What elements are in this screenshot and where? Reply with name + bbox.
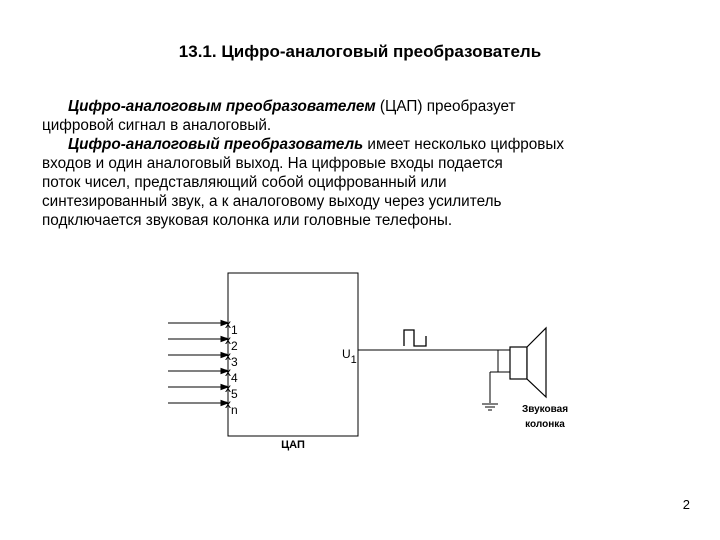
speaker-label-line-2: колонка (525, 419, 565, 430)
term-dac-instrumental: Цифро-аналоговым преобразователем (68, 98, 376, 115)
input-index-2: 2 (231, 339, 238, 353)
input-index-4: 4 (231, 371, 238, 385)
dac-box (227, 272, 359, 437)
input-lines (168, 319, 230, 407)
input-index-3: 3 (231, 355, 238, 369)
speaker-label-line-1: Звуковая (522, 404, 568, 415)
paragraph-1-line-2: цифровой сигнал в аналоговый. (42, 117, 272, 134)
paragraph-1-line-1-rest: (ЦАП) преобразует (375, 98, 516, 115)
speaker-cone (526, 326, 547, 399)
input-letter-3: x (225, 349, 231, 363)
paragraph-2-line-4: синтезированный звук, а к аналоговому вы… (42, 193, 502, 210)
slide-title: 13.1. Цифро-аналоговый преобразователь (178, 42, 542, 61)
input-arrowhead-1 (220, 319, 230, 327)
dac-box-label: ЦАП (281, 439, 305, 451)
input-label-3: x3 (225, 349, 238, 369)
input-letter-2: x (225, 333, 231, 347)
input-letter-5: x (225, 381, 231, 395)
input-arrowhead-6 (220, 399, 230, 407)
pulse-waveform-icon (403, 329, 427, 347)
input-index-5: 5 (231, 387, 238, 401)
input-index-6: n (231, 403, 238, 417)
speaker-icon (509, 326, 547, 399)
page-number: 2 (682, 497, 690, 512)
input-letter-6: x (225, 397, 231, 411)
input-arrowhead-3 (220, 351, 230, 359)
paragraph-2-line-1: Цифро-аналоговый преобразователь имеет н… (42, 135, 682, 154)
input-labels: x1 x2 x3 x4 x5 xn (225, 317, 238, 417)
input-label-2: x2 (225, 333, 238, 353)
input-label-1: x1 (225, 317, 238, 337)
paragraph-2-line-5: подключается звуковая колонка или головн… (42, 212, 453, 229)
output-letter: U (342, 347, 351, 361)
output-index: 1 (351, 354, 357, 366)
paragraph-2-line-1-rest: имеет несколько цифровых (363, 136, 565, 153)
paragraph-2-line-3: поток чисел, представляющий собой оцифро… (42, 174, 447, 191)
speaker-magnet (509, 346, 528, 380)
input-label-5: x5 (225, 381, 238, 401)
output-label: U1 (342, 347, 357, 366)
input-label-4: x4 (225, 365, 238, 385)
input-label-6: xn (225, 397, 238, 417)
paragraph-1-line-1: Цифро-аналоговым преобразователем (ЦАП) … (42, 97, 682, 116)
paragraph-2-line-2: входов и один аналоговый выход. На цифро… (42, 155, 503, 172)
input-arrowhead-5 (220, 383, 230, 391)
input-letter-1: x (225, 317, 231, 331)
input-letter-4: x (225, 365, 231, 379)
term-dac-nominative: Цифро-аналоговый преобразователь (68, 136, 364, 153)
body-text: Цифро-аналоговым преобразователем (ЦАП) … (42, 97, 682, 230)
input-index-1: 1 (231, 323, 238, 337)
input-arrowhead-4 (220, 367, 230, 375)
ground-symbol (482, 403, 498, 411)
input-arrowhead-2 (220, 335, 230, 343)
